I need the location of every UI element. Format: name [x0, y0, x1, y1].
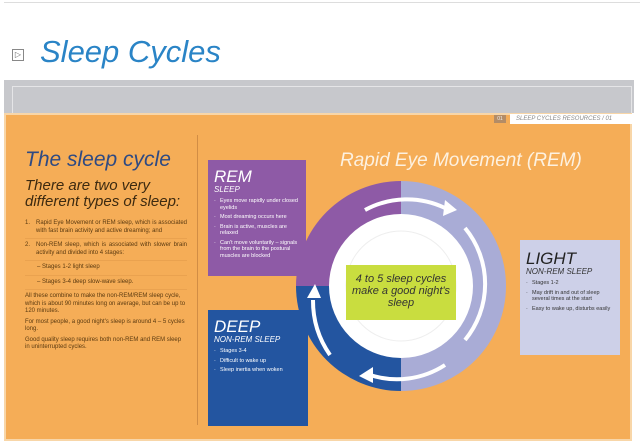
- arrow-icon: [310, 299, 332, 357]
- section-heading: The sleep cycle: [25, 148, 171, 171]
- arrow-icon: [369, 363, 447, 382]
- arrow-icon: [463, 226, 488, 342]
- play-icon[interactable]: ▷: [12, 49, 24, 61]
- header: [4, 2, 640, 80]
- section-subheading: There are two very different types of sl…: [25, 177, 181, 210]
- deep-box: DEEP NON-REM SLEEP Stages 3-4Difficult t…: [208, 310, 308, 426]
- center-callout: 4 to 5 sleep cycles make a good night's …: [346, 265, 456, 320]
- list-item: 1.Rapid Eye Movement or REM sleep, which…: [25, 220, 187, 239]
- paragraph: For most people, a good night's sleep is…: [25, 318, 185, 333]
- list-item: 2.Non-REM sleep, which is associated wit…: [25, 242, 187, 261]
- divider: [197, 135, 198, 425]
- paragraph: All these combine to make the non-REM/RE…: [25, 293, 186, 314]
- sub-item: – Stages 1-2 light sleep: [25, 264, 187, 276]
- page-title: Sleep Cycles: [40, 34, 221, 69]
- rem-box: REM SLEEP Eyes move rapidly under closed…: [208, 160, 306, 276]
- sub-item: – Stages 3-4 deep slow-wave sleep.: [25, 279, 187, 290]
- band-frame: [12, 86, 632, 114]
- page-number: 01: [494, 115, 506, 123]
- breadcrumb: SLEEP CYCLES RESOURCES / 01: [510, 114, 632, 124]
- paragraph: Good quality sleep requires both non-REM…: [25, 336, 182, 351]
- arrow-icon: [331, 233, 357, 301]
- arrow-icon: [364, 197, 446, 212]
- section-body: 1.Rapid Eye Movement or REM sleep, which…: [25, 220, 187, 355]
- diagram-title: Rapid Eye Movement (REM): [340, 150, 582, 171]
- header-band: [4, 80, 634, 113]
- light-box: LIGHT NON-REM SLEEP Stages 1-2May drift …: [520, 240, 620, 355]
